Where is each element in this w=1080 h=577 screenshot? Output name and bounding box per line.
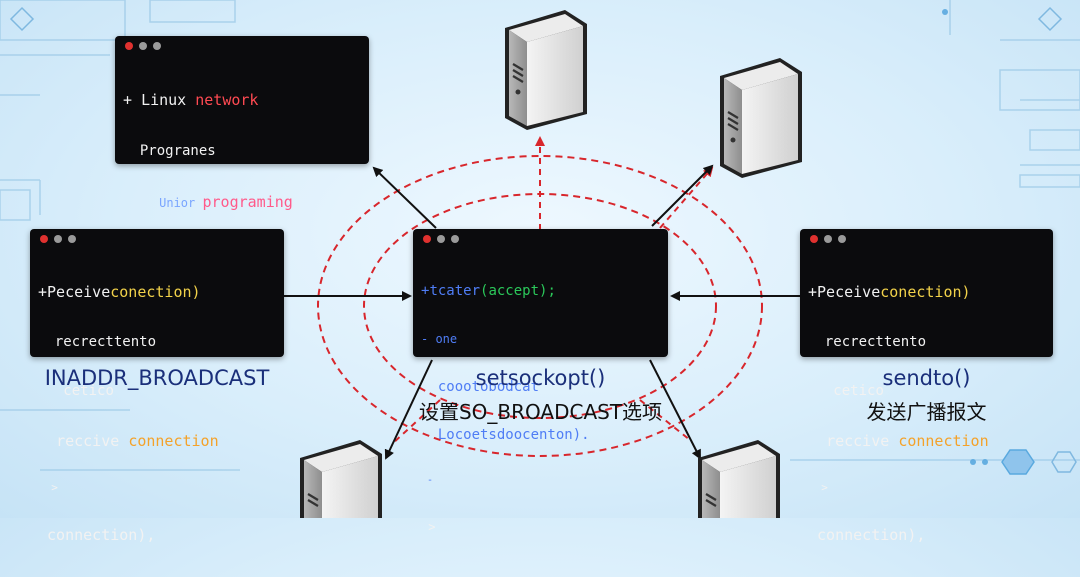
code-line: cetico — [63, 383, 114, 399]
arrow-to-lower-left-server — [384, 359, 433, 460]
code-line: Progranes — [139, 143, 216, 159]
hexagon-icon — [1051, 451, 1077, 473]
server-icon — [505, 10, 587, 130]
servers-layer — [300, 10, 802, 518]
broadcast-line-upright — [659, 166, 714, 229]
close-dot-icon — [40, 235, 48, 243]
code-line: - one — [421, 332, 458, 346]
code-line: +Peceiveconection) — [38, 283, 201, 301]
terminal-code: +tcater(accept); - one coootobodcat Loco… — [421, 251, 662, 567]
right-terminal: +Peceiveconection) recrecttento cetico r… — [800, 229, 1053, 543]
maximize-dot-icon — [838, 235, 846, 243]
caption-sendto-desc: 发送广播报文 — [866, 400, 987, 424]
code-line: Locoetsdoocenton). — [437, 427, 590, 443]
code-line: reccive connection — [826, 431, 989, 450]
code-line: + Linux network — [123, 91, 259, 109]
code-line: coootobodcat — [437, 379, 540, 395]
minimize-dot-icon — [139, 42, 147, 50]
server-icon — [720, 58, 802, 178]
caption-setsockopt-desc: 设置SO_BROADCAST选项 — [418, 400, 663, 424]
server-icon — [698, 440, 780, 518]
diamond-icon — [1037, 6, 1063, 32]
code-line: > — [821, 481, 828, 494]
code-line: > — [51, 481, 58, 494]
center-terminal: +tcater(accept); - one coootobodcat Loco… — [413, 229, 668, 534]
maximize-dot-icon — [451, 235, 459, 243]
server-icon — [300, 440, 382, 518]
terminal-code: +Peceiveconection) recrecttento cetico r… — [38, 251, 278, 577]
minimize-dot-icon — [437, 235, 445, 243]
code-line: cetico — [833, 383, 884, 399]
left-terminal: +Peceiveconection) recrecttento cetico r… — [30, 229, 284, 543]
caption-setsockopt: setsockopt() — [475, 366, 606, 390]
hexagon-icon — [1001, 449, 1035, 475]
minimize-dot-icon — [824, 235, 832, 243]
caption-sendto: sendto() — [882, 366, 971, 390]
arrow-to-top-terminal — [372, 166, 437, 229]
circuit-background — [0, 0, 1080, 475]
close-dot-icon — [810, 235, 818, 243]
broadcast-ring-outer — [317, 155, 763, 457]
window-controls — [423, 235, 459, 243]
caption-inaddr-broadcast: INADDR_BROADCAST — [44, 366, 270, 390]
close-dot-icon — [125, 42, 133, 50]
code-line: recrecttento — [824, 333, 927, 350]
close-dot-icon — [423, 235, 431, 243]
code-line: - — [427, 475, 434, 486]
window-controls — [125, 42, 161, 50]
code-line: +Peceiveconection) — [808, 283, 971, 301]
code-line: > — [428, 520, 436, 534]
arrow-to-lower-right-server — [649, 359, 701, 460]
code-line: recrecttento — [54, 333, 157, 350]
code-line: reccive connection — [56, 431, 219, 450]
maximize-dot-icon — [153, 42, 161, 50]
broadcast-diagram — [284, 136, 800, 460]
diamond-icon — [9, 6, 35, 32]
arrow-to-upper-right-server — [651, 164, 714, 227]
minimize-dot-icon — [54, 235, 62, 243]
code-line: connection), — [47, 526, 156, 544]
window-controls — [40, 235, 76, 243]
maximize-dot-icon — [68, 235, 76, 243]
top-terminal: + Linux network Progranes Unior programi… — [115, 36, 369, 357]
code-line: Unior programing — [159, 193, 293, 211]
code-line: connection), — [817, 526, 926, 544]
window-controls — [810, 235, 846, 243]
code-line: +tcater(accept); — [421, 283, 556, 299]
